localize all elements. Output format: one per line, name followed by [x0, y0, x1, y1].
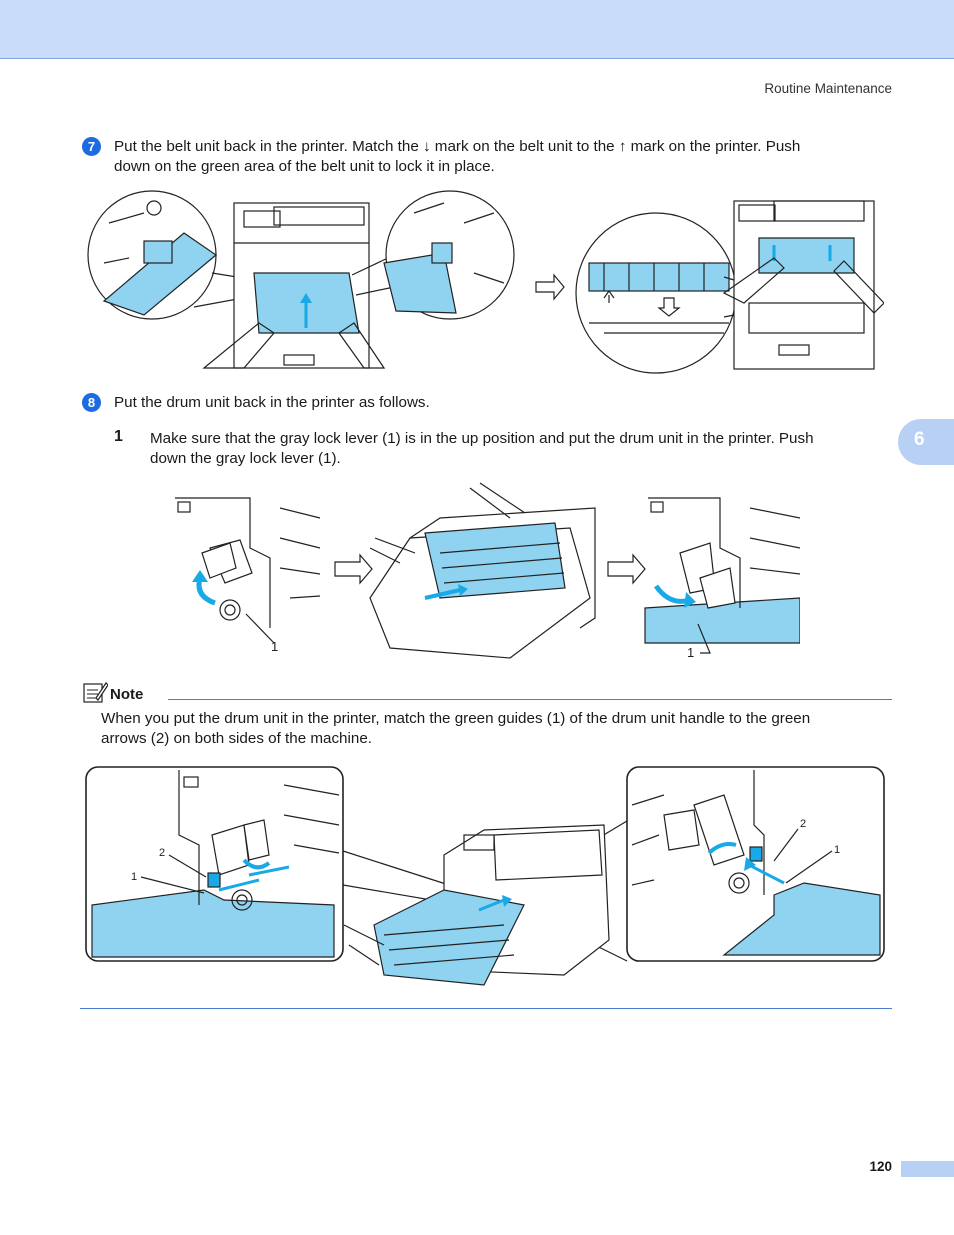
header-band: [0, 0, 954, 59]
step-8-text: Put the drum unit back in the printer as…: [114, 394, 430, 411]
substep-1-callout-right: 1: [687, 645, 694, 660]
step-7-badge: 7: [82, 137, 101, 156]
section-title: Routine Maintenance: [764, 81, 892, 96]
drum-unit-install-illustration: 1 1: [175, 482, 800, 660]
note-text-line-2: arrows (2) on both sides of the machine.: [101, 730, 372, 747]
substep-1-text-line-1: Make sure that the gray lock lever (1) i…: [150, 430, 814, 447]
step-7-text-line-2: down on the green area of the belt unit …: [114, 158, 495, 175]
substep-1-callout-left: 1: [271, 639, 278, 654]
drum-unit-guides-illustration: 2 1 2 1: [85, 766, 885, 986]
note-callout-right-2: 2: [800, 818, 806, 830]
step-8-badge: 8: [82, 393, 101, 412]
note-text-line-1: When you put the drum unit in the printe…: [101, 710, 811, 727]
note-icon: [83, 682, 108, 703]
chapter-tab[interactable]: 6: [898, 419, 954, 465]
substep-1-number: 1: [114, 428, 123, 445]
note-callout-left-1: 1: [131, 871, 137, 883]
page-number-bar: [901, 1161, 954, 1177]
note-divider: [168, 699, 892, 700]
page-number: 120: [869, 1159, 892, 1174]
section-end-divider: [80, 1008, 892, 1009]
note-callout-left-2: 2: [159, 847, 165, 859]
note-callout-right-1: 1: [834, 844, 840, 856]
substep-1-text-line-2: down the gray lock lever (1).: [150, 450, 341, 467]
chapter-tab-number: 6: [914, 429, 925, 450]
note-label: Note: [110, 686, 144, 703]
step-7-text-line-1: Put the belt unit back in the printer. M…: [114, 138, 801, 155]
belt-unit-install-illustration: [87, 190, 884, 374]
